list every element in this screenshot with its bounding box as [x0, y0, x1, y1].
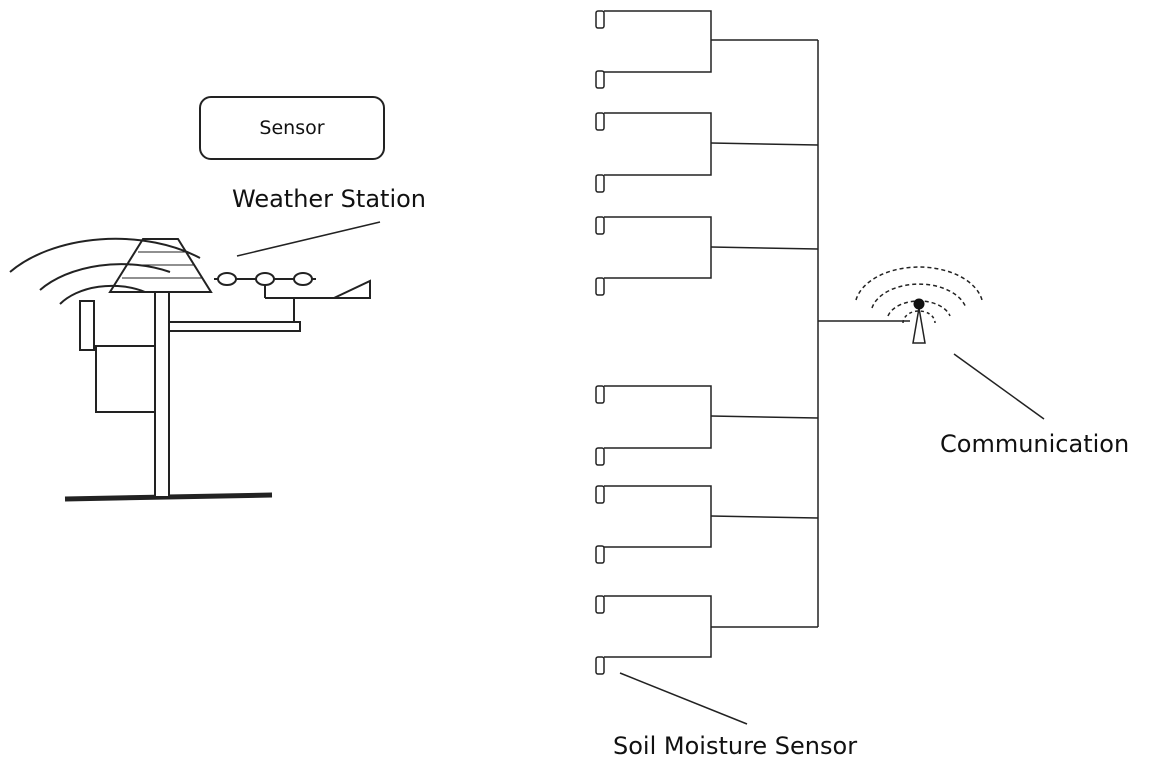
soil-sensor-icon [595, 10, 605, 29]
sensor-group-4 [595, 385, 819, 466]
antenna-icon [855, 266, 983, 344]
soil-sensor-icon [595, 385, 605, 404]
signal-arc-outer [9, 237, 201, 273]
solar-panel-box [95, 345, 156, 413]
sensor-group-6 [595, 595, 818, 675]
soil-sensor-pointer [619, 672, 748, 725]
communication-label: Communication [940, 430, 1130, 458]
station-pole [154, 289, 170, 498]
sensor-group-1 [595, 10, 818, 89]
soil-moisture-sensor-label: Soil Moisture Sensor [613, 732, 858, 760]
signal-arc-middle [39, 263, 171, 291]
communication-pointer [953, 353, 1045, 420]
battery-unit [79, 300, 95, 351]
wind-vane [333, 279, 371, 299]
soil-moisture-network [595, 10, 910, 675]
weather-station-pointer [236, 221, 381, 257]
signal-arc-inner [59, 284, 146, 305]
soil-sensor-icon [595, 545, 605, 564]
soil-sensor-icon [595, 216, 605, 235]
soil-sensor-icon [595, 656, 605, 675]
station-arm [168, 321, 301, 332]
soil-sensor-icon [595, 595, 605, 614]
sensor-label: Sensor [259, 117, 325, 139]
sensor-group-5 [595, 485, 819, 564]
sensor-box: Sensor [199, 96, 385, 160]
sensor-group-2 [595, 112, 819, 193]
soil-sensor-icon [595, 70, 605, 89]
weather-station-icon [9, 237, 371, 502]
soil-sensor-icon [595, 174, 605, 193]
soil-sensor-icon [595, 485, 605, 504]
soil-sensor-icon [595, 447, 605, 466]
soil-sensor-icon [595, 277, 605, 296]
soil-sensor-icon [595, 112, 605, 131]
sensor-group-3 [595, 216, 819, 296]
weather-station-label: Weather Station [232, 185, 427, 213]
